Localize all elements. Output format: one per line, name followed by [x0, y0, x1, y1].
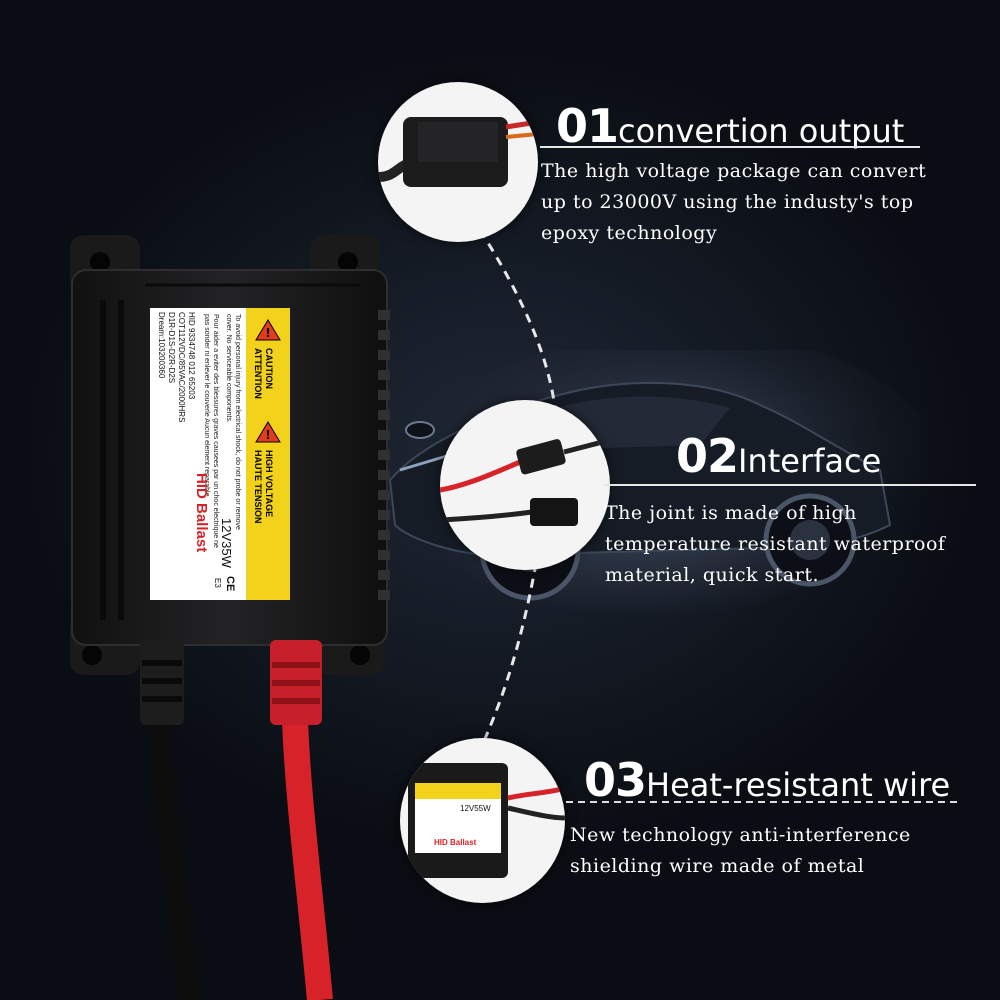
svg-text:!: ! — [265, 428, 270, 442]
thumb-rating: 12V55W — [460, 804, 491, 813]
label-spec-1: HID 9334748 012 65203 — [187, 312, 196, 400]
label-rating: 12V35W — [219, 518, 234, 568]
label-spec-4: Dream:103200360 — [157, 312, 166, 379]
label-haute-tension: HAUTE TENSION — [253, 450, 263, 524]
label-high-voltage: HIGH VOLTAGE — [264, 450, 274, 518]
feature-2-number: 02 — [676, 429, 739, 483]
feature-1-heading: 01convertion output — [556, 103, 904, 149]
feature-1-title: convertion output — [618, 112, 905, 150]
feature-3-underline — [566, 801, 958, 803]
warning-triangle-icon: ! — [255, 319, 281, 341]
feature-1-closeup — [378, 82, 538, 242]
feature-2-heading: 02Interface — [676, 433, 881, 479]
feature-1-desc-line-1: The high voltage package can convert — [541, 160, 927, 182]
feature-2-underline — [604, 484, 976, 486]
svg-text:!: ! — [265, 326, 270, 340]
feature-2-desc-line-2: temperature resistant waterproof — [605, 533, 946, 555]
feature-3-heading: 03Heat-resistant wire — [584, 757, 950, 803]
ballast-label: ! ! CAUTION ATTENTION HIGH VOLTAGE HAUTE… — [150, 308, 290, 600]
label-caution: CAUTION — [264, 348, 274, 389]
label-warning-en: To avoid personal injury from electrical… — [225, 314, 241, 530]
feature-2-closeup — [440, 400, 610, 570]
feature-2-title: Interface — [738, 442, 882, 480]
ballast-thumbnail — [408, 763, 565, 878]
hv-output-box-icon — [378, 117, 538, 187]
label-e-mark: E3 — [213, 578, 222, 588]
label-ce-mark: CE — [224, 576, 236, 592]
feature-1-desc-line-2: up to 23000V using the industy's top — [541, 191, 914, 213]
feature-3-desc-line-2: shielding wire made of metal — [570, 855, 865, 877]
ballast-cables — [140, 640, 333, 1000]
feature-1-description: The high voltage package can convert up … — [541, 156, 981, 249]
feature-3-desc-line-1: New technology anti-interference — [570, 824, 911, 846]
label-spec-3: D1R-D1S-D2R-D2S — [167, 312, 176, 384]
feature-2-desc-line-3: material, quick start. — [605, 564, 820, 586]
feature-1-number: 01 — [556, 99, 619, 153]
warning-triangle-icon: ! — [255, 421, 281, 443]
label-warning-stripe — [246, 308, 290, 600]
label-brand: HID Ballast — [193, 473, 210, 553]
thumb-brand: HID Ballast — [434, 838, 477, 847]
label-spec-2: COT112VDC/85VAC/2000HRS — [177, 312, 186, 423]
label-attention: ATTENTION — [253, 348, 263, 399]
waterproof-connector-icon — [440, 437, 610, 526]
feature-1-desc-line-3: epoxy technology — [541, 222, 718, 244]
feature-3-closeup: HID Ballast 12V55W — [400, 738, 565, 903]
feature-2-description: The joint is made of high temperature re… — [605, 498, 995, 591]
feature-3-description: New technology anti-interference shieldi… — [570, 820, 980, 882]
feature-3-title: Heat-resistant wire — [646, 766, 951, 804]
feature-3-number: 03 — [584, 753, 647, 807]
feature-2-desc-line-1: The joint is made of high — [605, 502, 857, 524]
feature-1-underline — [540, 146, 920, 148]
